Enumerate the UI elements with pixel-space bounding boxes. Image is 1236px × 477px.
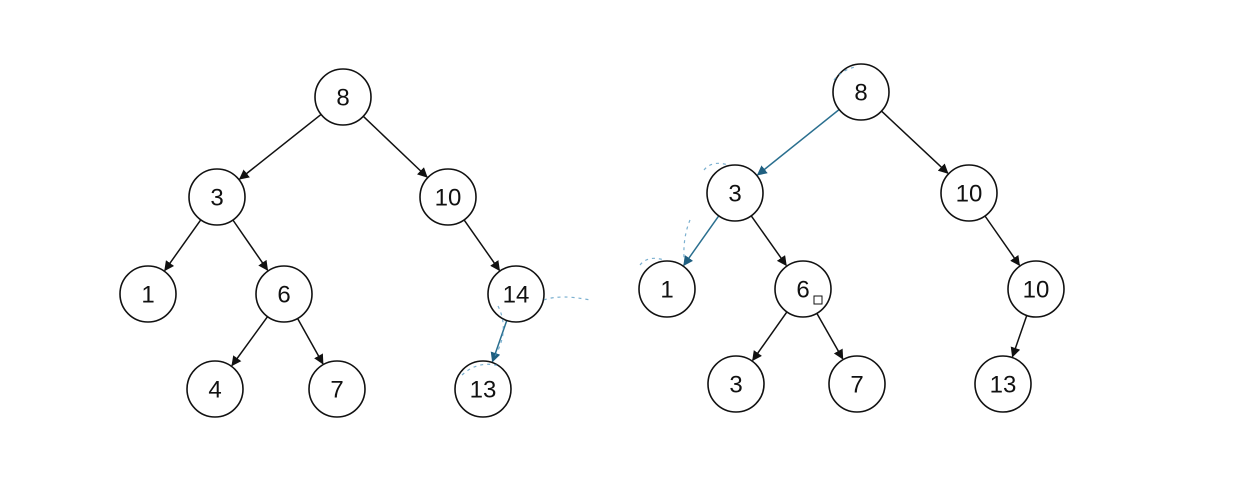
node-circle: [828, 355, 886, 413]
tree-node-l14: 14: [487, 265, 545, 323]
edge-r8-r10a: [880, 110, 949, 174]
edge-r10a-r10b: [984, 215, 1021, 267]
tree-node-l4: 4: [186, 360, 244, 418]
node-circle: [487, 265, 545, 323]
edge-l3-l1: [164, 219, 202, 272]
node-circle: [255, 265, 313, 323]
edge-r6-r7: [816, 312, 844, 360]
node-circle: [419, 168, 477, 226]
node-circle: [638, 260, 696, 318]
edge-l6-l7: [296, 318, 324, 365]
node-circle: [832, 63, 890, 121]
node-circle: [186, 360, 244, 418]
node-label: 8: [854, 80, 867, 107]
nodes-layer: 8 3 10 1 6 14 4 7 13 8 3 10 1 6 10 3 7 13: [119, 63, 1065, 418]
edge-l3-l6: [232, 219, 269, 271]
node-label: 1: [141, 282, 154, 309]
tree-node-r10b: 10: [1007, 260, 1065, 318]
node-label: 10: [956, 181, 983, 208]
edge-l8-l3: [238, 113, 322, 180]
tree-node-l10: 10: [419, 168, 477, 226]
edge-l8-l10: [362, 115, 428, 178]
edge-r10b-r13: [1010, 315, 1028, 358]
node-circle: [188, 168, 246, 226]
edges-layer: [164, 108, 1028, 367]
tree-node-r1: 1: [638, 260, 696, 318]
small-square-marker: [813, 295, 823, 305]
tree-node-l3: 3: [188, 168, 246, 226]
node-circle: [308, 360, 366, 418]
edge-r3-r1: [683, 215, 720, 267]
node-label: 7: [850, 372, 863, 399]
edge-r8-r3: [756, 108, 840, 176]
node-label: 6: [277, 282, 290, 309]
node-label: 13: [470, 377, 497, 404]
tree-node-l8: 8: [314, 68, 372, 126]
node-label: 3: [210, 185, 223, 212]
node-circle: [454, 360, 512, 418]
node-label: 7: [330, 377, 343, 404]
node-label: 13: [990, 372, 1017, 399]
tree-node-r8: 8: [832, 63, 890, 121]
tree-node-r6: 6: [774, 260, 832, 318]
node-label: 8: [336, 85, 349, 112]
node-circle: [940, 164, 998, 222]
tree-node-r13: 13: [974, 355, 1032, 413]
edge-l10-l14: [463, 219, 501, 272]
scan-artifacts: [461, 66, 856, 376]
node-circle: [706, 164, 764, 222]
node-circle: [119, 265, 177, 323]
edge-r3-r6: [750, 215, 787, 267]
node-circle: [974, 355, 1032, 413]
node-label: 6: [796, 277, 809, 304]
edge-l6-l4: [231, 316, 269, 367]
node-label: 4: [208, 377, 221, 404]
tree-node-l7: 7: [308, 360, 366, 418]
tree-node-l6: 6: [255, 265, 313, 323]
edge-r6-r3b: [752, 311, 788, 362]
node-label: 1: [660, 277, 673, 304]
tree-node-r7: 7: [828, 355, 886, 413]
node-label: 10: [1023, 277, 1050, 304]
node-label: 3: [728, 181, 741, 208]
tree-node-r10a: 10: [940, 164, 998, 222]
node-circle: [314, 68, 372, 126]
tree-node-r3: 3: [706, 164, 764, 222]
node-label: 3: [729, 372, 742, 399]
node-label: 14: [503, 282, 530, 309]
node-circle: [707, 355, 765, 413]
tree-node-l13: 13: [454, 360, 512, 418]
edge-l14-l13: [490, 320, 508, 363]
node-circle: [1007, 260, 1065, 318]
tree-node-l1: 1: [119, 265, 177, 323]
tree-node-r3b: 3: [707, 355, 765, 413]
node-label: 10: [435, 185, 462, 212]
